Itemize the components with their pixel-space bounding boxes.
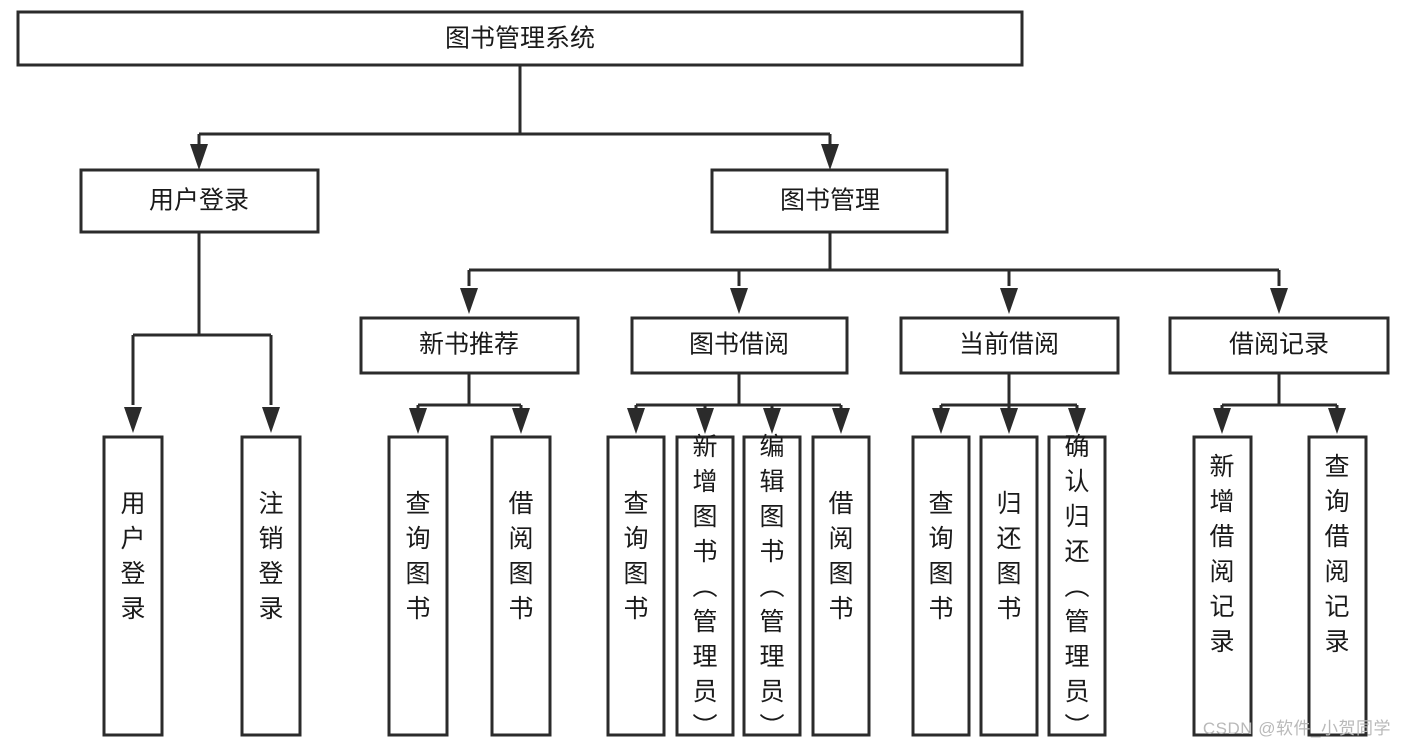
node-records-label: 借阅记录 bbox=[1229, 331, 1329, 359]
leaf-query-book-3-box[interactable] bbox=[911, 435, 971, 737]
node-current-label: 当前借阅 bbox=[959, 331, 1059, 359]
leaf-query-book-3-label: 查询图书 bbox=[928, 490, 953, 623]
leaf-add-record-label: 新增借阅记录 bbox=[1209, 453, 1234, 656]
connector-group-borrow-to-leaves bbox=[627, 373, 850, 434]
leaf-query-book-2-box[interactable] bbox=[606, 435, 666, 737]
node-records[interactable]: 借阅记录 bbox=[1168, 316, 1390, 375]
arrow-root-to-bookmgmt bbox=[821, 144, 839, 170]
node-bookmgmt[interactable]: 图书管理 bbox=[710, 168, 949, 234]
leaf-borrow-book-2-label: 借阅图书 bbox=[828, 490, 853, 623]
leaf-borrow-book-1[interactable]: 借阅图书 bbox=[490, 435, 552, 737]
arrow-bookmgmt-to-newbook bbox=[460, 288, 478, 314]
arrow-borrow-to-leaf2 bbox=[696, 408, 714, 434]
leaf-query-record-box[interactable] bbox=[1307, 435, 1368, 737]
node-borrow-box[interactable] bbox=[630, 316, 849, 375]
leaf-query-book-1-label: 查询图书 bbox=[405, 490, 430, 623]
leaf-borrow-book-2[interactable]: 借阅图书 bbox=[811, 435, 871, 737]
node-login-box[interactable] bbox=[79, 168, 320, 234]
arrow-root-to-login bbox=[190, 144, 208, 170]
connector-group-records-to-leaves bbox=[1213, 373, 1346, 434]
leaf-query-record[interactable]: 查询借阅记录 bbox=[1307, 435, 1368, 737]
node-root[interactable]: 图书管理系统 bbox=[16, 10, 1024, 67]
arrow-borrow-to-leaf4 bbox=[832, 408, 850, 434]
node-newbook[interactable]: 新书推荐 bbox=[359, 316, 580, 375]
connector-group-current-to-leaves bbox=[932, 373, 1086, 434]
connector-group-bookmgmt-to-level3 bbox=[460, 232, 1288, 314]
node-newbook-label: 新书推荐 bbox=[419, 331, 519, 359]
arrow-borrow-to-leaf3 bbox=[763, 408, 781, 434]
arrow-records-to-leaf2 bbox=[1328, 408, 1346, 434]
node-login[interactable]: 用户登录 bbox=[79, 168, 320, 234]
arrow-login-to-leaf1 bbox=[124, 407, 142, 433]
leaf-borrow-book-1-label: 借阅图书 bbox=[508, 490, 533, 623]
node-root-label: 图书管理系统 bbox=[445, 25, 595, 53]
connector-group-root-to-level2 bbox=[190, 65, 839, 170]
leaf-edit-book[interactable]: 编辑图书︵管理员︶ bbox=[742, 433, 802, 741]
arrow-login-to-leaf2 bbox=[262, 407, 280, 433]
node-bookmgmt-box[interactable] bbox=[710, 168, 949, 234]
leaf-query-book-3[interactable]: 查询图书 bbox=[911, 435, 971, 737]
arrow-records-to-leaf1 bbox=[1213, 408, 1231, 434]
leaf-user-logout-box[interactable] bbox=[240, 435, 302, 737]
leaf-return-book-box[interactable] bbox=[979, 435, 1039, 737]
arrow-borrow-to-leaf1 bbox=[627, 408, 645, 434]
node-current[interactable]: 当前借阅 bbox=[899, 316, 1120, 375]
leaf-user-logout-label: 注销登录 bbox=[258, 490, 283, 623]
node-borrow[interactable]: 图书借阅 bbox=[630, 316, 849, 375]
leaf-add-book[interactable]: 新增图书︵管理员︶ bbox=[675, 433, 735, 741]
arrow-current-to-leaf3 bbox=[1068, 408, 1086, 434]
arrow-current-to-leaf2 bbox=[1000, 408, 1018, 434]
leaf-edit-book-label: 编辑图书︵管理员︶ bbox=[759, 433, 784, 741]
leaf-user-logout[interactable]: 注销登录 bbox=[240, 435, 302, 737]
node-newbook-box[interactable] bbox=[359, 316, 580, 375]
arrow-bookmgmt-to-records bbox=[1270, 288, 1288, 314]
leaf-add-record-box[interactable] bbox=[1192, 435, 1253, 737]
node-current-box[interactable] bbox=[899, 316, 1120, 375]
node-login-label: 用户登录 bbox=[149, 187, 249, 215]
leaf-add-book-box[interactable] bbox=[675, 435, 735, 737]
leaf-confirm-return-label: 确认归还︵管理员︶ bbox=[1064, 433, 1089, 741]
node-borrow-label: 图书借阅 bbox=[689, 331, 789, 359]
leaf-user-login-box[interactable] bbox=[102, 435, 164, 737]
arrow-bookmgmt-to-current bbox=[1000, 288, 1018, 314]
leaf-query-book-2-label: 查询图书 bbox=[623, 490, 648, 623]
leaf-query-record-label: 查询借阅记录 bbox=[1324, 453, 1349, 656]
leaf-return-book[interactable]: 归还图书 bbox=[979, 435, 1039, 737]
node-records-box[interactable] bbox=[1168, 316, 1390, 375]
node-root-box[interactable] bbox=[16, 10, 1024, 67]
leaf-add-book-label: 新增图书︵管理员︶ bbox=[692, 433, 717, 741]
leaf-confirm-return-box[interactable] bbox=[1047, 435, 1107, 737]
leaf-edit-book-box[interactable] bbox=[742, 435, 802, 737]
leaf-confirm-return[interactable]: 确认归还︵管理员︶ bbox=[1047, 433, 1107, 741]
arrow-newbook-to-leaf2 bbox=[512, 408, 530, 434]
connector-group-newbook-to-leaves bbox=[409, 373, 530, 434]
leaf-query-book-2[interactable]: 查询图书 bbox=[606, 435, 666, 737]
leaf-borrow-book-1-box[interactable] bbox=[490, 435, 552, 737]
leaf-user-login-label: 用户登录 bbox=[120, 490, 145, 623]
arrow-current-to-leaf1 bbox=[932, 408, 950, 434]
arrow-bookmgmt-to-borrow bbox=[730, 288, 748, 314]
leaf-borrow-book-2-box[interactable] bbox=[811, 435, 871, 737]
leaf-user-login[interactable]: 用户登录 bbox=[102, 435, 164, 737]
node-bookmgmt-label: 图书管理 bbox=[780, 187, 880, 215]
leaf-query-book-1[interactable]: 查询图书 bbox=[387, 435, 449, 737]
leaf-return-book-label: 归还图书 bbox=[996, 490, 1021, 623]
arrow-newbook-to-leaf1 bbox=[409, 408, 427, 434]
leaf-query-book-1-box[interactable] bbox=[387, 435, 449, 737]
leaf-add-record[interactable]: 新增借阅记录 bbox=[1192, 435, 1253, 737]
connector-group-login-to-leaves bbox=[124, 232, 280, 433]
